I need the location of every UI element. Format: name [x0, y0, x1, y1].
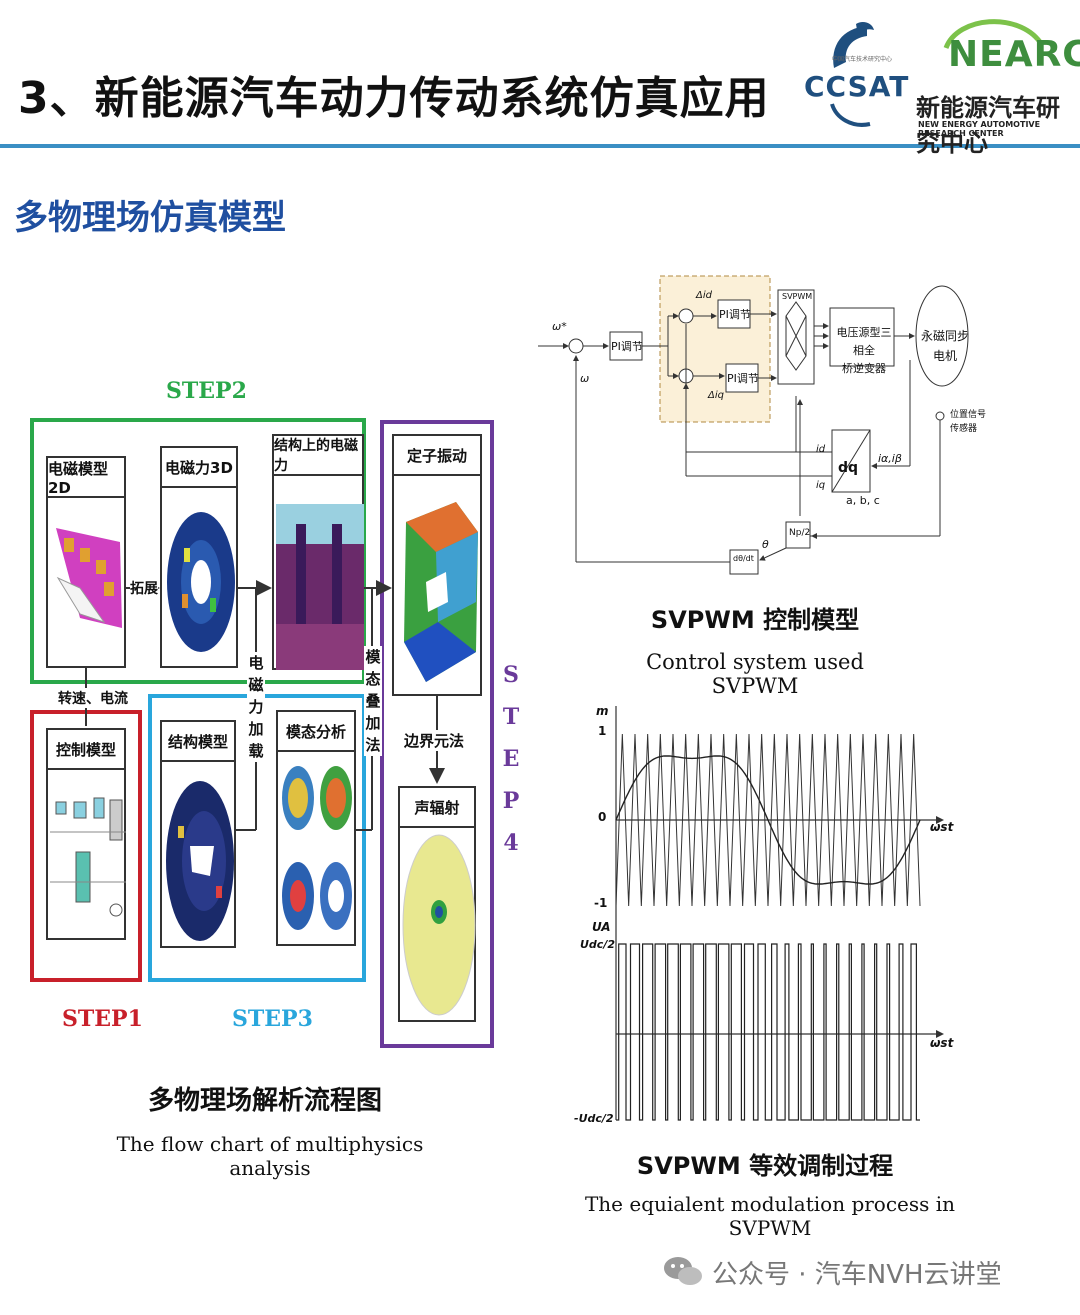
flow-caption-cn: 多物理场解析流程图: [147, 1086, 382, 1116]
x-axis-label-2: ωst: [930, 1036, 954, 1050]
page-title: 3、新能源汽车动力传动系统仿真应用: [18, 73, 770, 124]
panel-title: 模态分析: [278, 712, 354, 752]
ua-label: UA: [592, 920, 611, 934]
flow-caption-en: The flow chart of multiphysics analysis: [116, 1132, 424, 1180]
pi-main-label: PI调节: [611, 340, 643, 353]
control-model-image: [50, 797, 126, 917]
em-2d-model-image: [56, 528, 122, 628]
step2-frame: [30, 418, 366, 684]
panel-structure-model: 结构模型: [160, 720, 236, 948]
tick-minus-1: -1: [594, 896, 608, 910]
omega-label: ω: [580, 372, 590, 385]
nearc-wordmark: NEARC: [948, 34, 1080, 75]
ccsat-small-text: 中国汽车技术研究中心: [832, 56, 893, 63]
panel-control-model: 控制模型: [46, 728, 126, 940]
nearc-english-name: NEW ENERGY AUTOMOTIVE RESEARCH CENTER: [918, 120, 1041, 138]
panel-modal-analysis: 模态分析: [276, 710, 356, 946]
modulation-caption-cn: SVPWM 等效调制过程: [636, 1152, 894, 1180]
pi-d-label: PI调节: [719, 308, 751, 321]
tick-0: 0: [598, 810, 607, 824]
step3-label: STEP3: [232, 1006, 313, 1032]
panel-em-force-3d: 电磁力3D: [160, 446, 238, 668]
expand-label: 拓展: [130, 578, 158, 598]
np2-label: Np/2: [789, 528, 811, 538]
svpwm-modulation-chart: [615, 706, 944, 1121]
modulating-wave: [615, 755, 921, 885]
modulation-caption-en: The equialent modulation process in SVPW…: [584, 1192, 956, 1240]
m-axis-label: m: [596, 704, 609, 718]
em-force-3d-image: [167, 512, 235, 652]
udc-neg-label: -Udc/2: [574, 1112, 614, 1125]
stator-vibration-image: [404, 502, 478, 682]
inverter-label: 电压源型三相全 桥逆变器: [836, 326, 892, 375]
step1-label: STEP1: [62, 1006, 143, 1032]
omega-ref-label: ω*: [552, 320, 567, 333]
title-divider: [0, 144, 1080, 148]
modal-analysis-image: [282, 766, 352, 930]
control-caption-cn: SVPWM 控制模型: [650, 606, 860, 634]
panel-title: 结构模型: [162, 722, 234, 762]
i-alpha-beta-label: iα,iβ: [878, 452, 902, 465]
pi-q-label: PI调节: [727, 372, 759, 385]
panel-title: 电磁模型2D: [48, 458, 124, 498]
em-force-structure-image: [276, 504, 364, 670]
panel-acoustic-radiation: 声辐射: [398, 786, 476, 1022]
panel-em-model-2d: 电磁模型2D: [46, 456, 126, 668]
svpwm-control-diagram: [538, 275, 969, 575]
dq-label: dq: [838, 460, 859, 476]
footer-account-name: 公众号 · 汽车NVH云讲堂: [712, 1260, 1002, 1290]
abc-label: a, b, c: [846, 494, 880, 507]
id-label: id: [816, 444, 826, 455]
carrier-triangle: [615, 733, 921, 907]
x-axis-label: ωst: [930, 820, 954, 834]
panel-em-force-on-structure: 结构上的电磁力: [272, 434, 364, 670]
step2-label: STEP2: [166, 378, 247, 404]
panel-title: 电磁力3D: [162, 448, 236, 488]
section-subtitle: 多物理场仿真模型: [14, 198, 286, 238]
flow-arrows: [85, 580, 445, 831]
carrier-triangle-wave: [615, 733, 921, 907]
udc-pos-label: Udc/2: [580, 938, 615, 951]
structure-model-image: [166, 781, 234, 941]
acoustic-radiation-image: [402, 834, 476, 1016]
theta-label: θ: [762, 538, 769, 551]
delta-iq-label: Δiq: [708, 390, 724, 401]
speed-current-label: 转速、电流: [58, 688, 128, 708]
step4-frame: [380, 420, 494, 1048]
panel-title: 定子振动: [394, 436, 480, 476]
modal-superposition-label: 模 态 叠 加 法: [364, 646, 382, 756]
panel-title: 声辐射: [400, 788, 474, 828]
wechat-icon: [664, 1257, 702, 1285]
motor-label: 永磁同步 电机: [920, 329, 969, 363]
ccsat-wordmark: CCSAT: [804, 70, 910, 103]
ddt-label: dθ/dt: [733, 554, 754, 563]
nearc-chinese-name: 新能源汽车研究中心: [916, 94, 1060, 157]
ccsat-logo: [830, 22, 874, 127]
delta-id-label: Δid: [696, 290, 712, 301]
bem-label: 边界元法: [404, 730, 465, 751]
control-caption-en: Control system used SVPWM: [646, 650, 864, 698]
iq-label: iq: [816, 480, 826, 491]
sensor-label: 位置信号 传感器: [950, 410, 987, 434]
tick-1: 1: [598, 724, 607, 738]
svpwm-block-label: SVPWM: [782, 292, 813, 301]
panel-stator-vibration: 定子振动: [392, 434, 482, 696]
nearc-arc-icon: [943, 19, 1043, 50]
step4-label: S T E P 4: [502, 662, 520, 856]
emf-load-label: 电 磁 力 加 载: [247, 652, 265, 762]
panel-title: 控制模型: [48, 730, 124, 770]
pwm-pulse-train: [616, 943, 920, 1121]
panel-title: 结构上的电磁力: [274, 436, 362, 476]
